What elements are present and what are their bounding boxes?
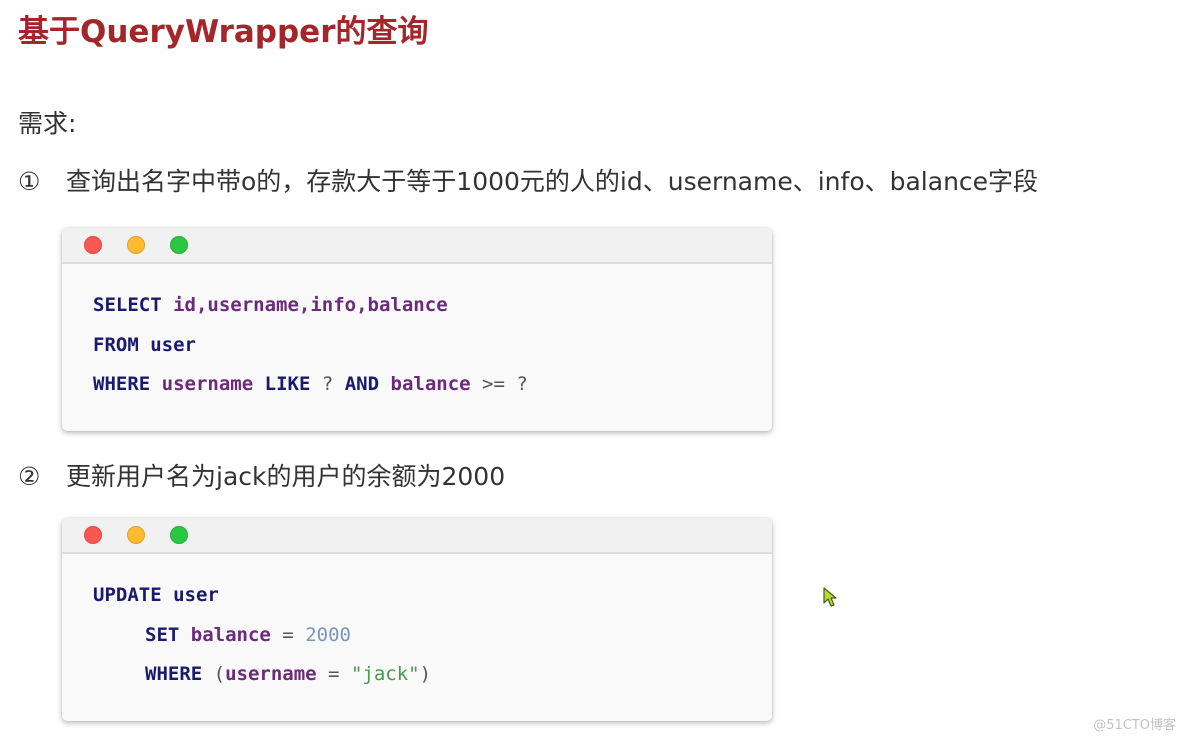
code-token-op: ?: [310, 373, 345, 395]
code-token-op: =: [316, 663, 351, 685]
minimize-dot-icon: [127, 526, 145, 544]
close-dot-icon: [84, 236, 102, 254]
code-line: WHERE (username = "jack"): [93, 655, 431, 695]
code-token-kw: WHERE: [93, 373, 151, 395]
code-token-kw: WHERE: [145, 663, 203, 685]
code-token-str: "jack": [350, 663, 420, 685]
code-token-sp: [150, 373, 161, 395]
page-title: 基于QueryWrapper的查询: [18, 14, 429, 50]
close-dot-icon: [84, 526, 102, 544]
window-titlebar: [62, 228, 772, 264]
code-token-op: =: [270, 623, 306, 646]
code-token-kw: SELECT: [93, 294, 162, 316]
code-token-sp: [162, 294, 173, 316]
code-line: SET balance = 2000: [93, 616, 431, 656]
code-token-numlit: 2000: [305, 623, 351, 646]
code-token-sp: [379, 373, 390, 395]
code-line: SELECT id,username,info,balance: [93, 286, 528, 326]
item-text: 更新用户名为jack的用户的余额为2000: [66, 462, 506, 491]
code-line: UPDATE user: [93, 576, 431, 616]
mouse-cursor-icon: [823, 587, 837, 607]
code-token-op: >= ?: [470, 373, 528, 395]
item-number: ②: [18, 462, 41, 491]
code-token-id: username: [161, 373, 254, 395]
requirements-label: 需求:: [18, 109, 77, 138]
requirement-item-2: ② 更新用户名为jack的用户的余额为2000: [18, 459, 505, 495]
code-token-sp: [179, 624, 190, 646]
code-token-kw: SET: [145, 623, 180, 646]
maximize-dot-icon: [170, 526, 188, 544]
requirement-item-1: ① 查询出名字中带o的，存款大于等于1000元的人的id、username、inf…: [18, 164, 1038, 200]
maximize-dot-icon: [170, 236, 188, 254]
code-token-kw: AND: [344, 373, 380, 395]
code-token-id: balance: [390, 373, 471, 395]
code-token-op: (: [202, 663, 226, 685]
code-token-id: username: [225, 663, 317, 685]
code-token-kw: FROM user: [93, 333, 196, 356]
watermark: @51CTO博客: [1093, 718, 1176, 733]
code-token-id: balance: [190, 623, 271, 646]
code-token-id: id,username,info,balance: [173, 294, 448, 316]
item-number: ①: [18, 167, 41, 196]
item-text: 查询出名字中带o的，存款大于等于1000元的人的id、username、info…: [66, 167, 1039, 196]
code-token-sp: [253, 373, 264, 395]
code-token-op: ): [419, 663, 432, 685]
minimize-dot-icon: [127, 236, 145, 254]
code-line: FROM user: [93, 326, 528, 366]
code-token-kw: UPDATE user: [93, 584, 219, 606]
code-token-kw: LIKE: [264, 373, 311, 395]
code-line: WHERE username LIKE ? AND balance >= ?: [93, 365, 528, 405]
window-titlebar: [62, 518, 772, 554]
